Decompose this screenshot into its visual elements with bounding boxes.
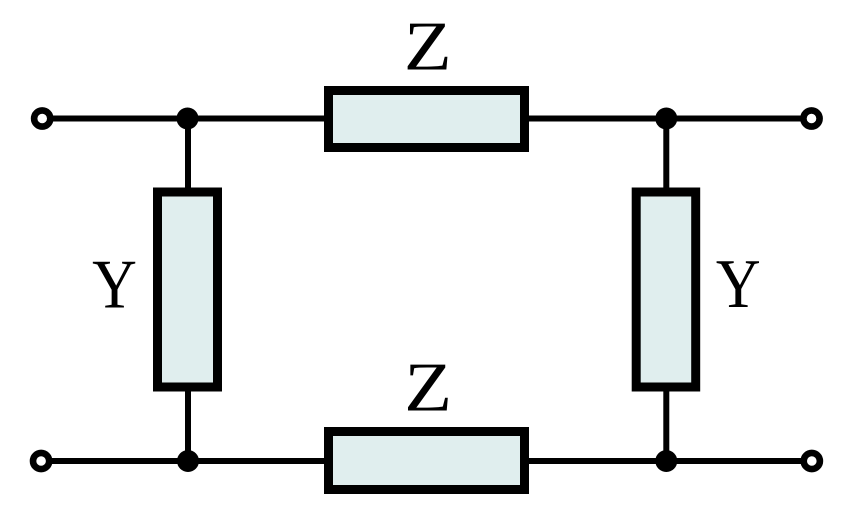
svg-text:Y: Y [716, 246, 761, 323]
svg-text:Z: Z [404, 349, 452, 426]
svg-text:Z: Z [404, 8, 452, 85]
svg-text:Y: Y [92, 246, 137, 323]
